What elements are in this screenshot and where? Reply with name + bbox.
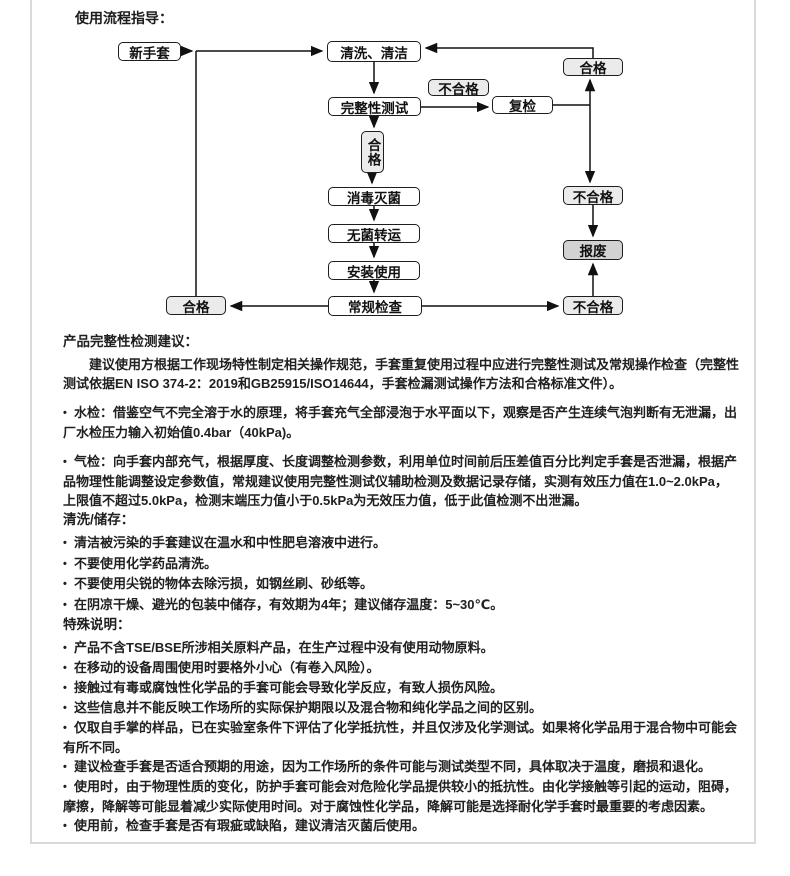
flow-node-scrap: 报废 xyxy=(563,240,623,260)
cleaning-bullet-list: •清洁被污染的手套建议在温水和中性肥皂溶液中进行。 •不要使用化学药品清洗。 •… xyxy=(63,533,739,615)
bullet-marker: • xyxy=(63,407,67,419)
list-item: •建议检查手套是否适合预期的用途，因为工作场所的条件可能与测试类型不同，具体取决… xyxy=(63,757,739,777)
air-test-bullet: •气检：向手套内部充气，根据厚度、长度调整检测参数，利用单位时间前后压差值百分比… xyxy=(63,452,739,510)
flow-node-recheck: 复检 xyxy=(492,96,553,114)
flow-guide-title: 使用流程指导： xyxy=(75,10,173,26)
list-item: •在移动的设备周围使用时要格外小心（有卷入风险）。 xyxy=(63,658,739,678)
list-item: •不要使用尖锐的物体去除污损，如钢丝刷、砂纸等。 xyxy=(63,574,739,595)
bullet-marker: • xyxy=(63,761,67,773)
flow-node-pass-top: 合格 xyxy=(563,58,623,76)
cleaning-section-heading: 清洗/储存： xyxy=(63,512,135,527)
bullet-marker: • xyxy=(63,702,67,714)
page-border-frame xyxy=(30,0,756,844)
list-item: •清洁被污染的手套建议在温水和中性肥皂溶液中进行。 xyxy=(63,533,739,554)
bullet-marker: • xyxy=(63,598,67,611)
flow-node-pass-mid: 合格 xyxy=(361,131,384,173)
flow-node-new-glove: 新手套 xyxy=(118,42,181,61)
flow-node-pass-bottom: 合格 xyxy=(166,296,226,315)
list-item: •这些信息并不能反映工作场所的实际保护期限以及混合物和纯化学品之间的区别。 xyxy=(63,698,739,718)
bullet-marker: • xyxy=(63,781,67,793)
bullet-marker: • xyxy=(63,578,67,590)
list-item: •接触过有毒或腐蚀性化学品的手套可能会导致化学反应，有致人损伤风险。 xyxy=(63,678,739,698)
air-test-text: 气检：向手套内部充气，根据厚度、长度调整检测参数，利用单位时间前后压差值百分比判… xyxy=(63,454,738,508)
water-test-text: 水检：借鉴空气不完全溶于水的原理，将手套充气全部浸泡于水平面以下，观察是否产生连… xyxy=(63,405,738,440)
special-section-heading: 特殊说明： xyxy=(63,617,131,632)
document-body: 产品完整性检测建议： 建议使用方根据工作现场特性制定相关操作规范，手套重复使用过… xyxy=(63,332,739,836)
bullet-marker: • xyxy=(63,537,67,549)
list-item: •产品不含TSE/BSE所涉相关原料产品，在生产过程中没有使用动物原料。 xyxy=(63,638,739,658)
list-item: •使用时，由于物理性质的变化，防护手套可能会对危险化学品提供较小的抵抗性。由化学… xyxy=(63,779,738,814)
bullet-marker: • xyxy=(63,722,67,734)
integrity-intro-paragraph: 建议使用方根据工作现场特性制定相关操作规范，手套重复使用过程中应进行完整性测试及… xyxy=(63,357,740,391)
list-item: •在阴凉干燥、避光的包装中储存，有效期为4年；建议储存温度：5~30℃。 xyxy=(63,595,739,616)
flow-node-integrity-test: 完整性测试 xyxy=(328,97,421,116)
integrity-section-heading: 产品完整性检测建议： xyxy=(63,334,198,349)
bullet-marker: • xyxy=(63,456,67,468)
list-item: •不要使用化学药品清洗。 xyxy=(63,554,739,575)
list-item: •仅取自手掌的样品，已在实验室条件下评估了化学抵抗性，并且仅涉及化学测试。如果将… xyxy=(63,720,738,755)
flow-node-wash-clean: 清洗、清洁 xyxy=(327,41,421,62)
flow-node-fail-label: 不合格 xyxy=(428,79,489,97)
flow-node-sterilize: 消毒灭菌 xyxy=(328,187,420,206)
bullet-marker: • xyxy=(63,820,67,832)
list-item: •使用前，检查手套是否有瑕疵或缺陷，建议清洁灭菌后使用。 xyxy=(63,816,739,836)
bullet-marker: • xyxy=(63,557,67,570)
bullet-marker: • xyxy=(63,682,67,694)
flow-node-sterile-transfer: 无菌转运 xyxy=(328,224,420,243)
special-bullet-list: •产品不含TSE/BSE所涉相关原料产品，在生产过程中没有使用动物原料。 •在移… xyxy=(63,638,739,836)
flow-node-routine-check: 常规检查 xyxy=(328,296,422,316)
bullet-marker: • xyxy=(63,642,67,654)
flow-node-fail-right: 不合格 xyxy=(563,186,623,205)
flow-node-install-use: 安装使用 xyxy=(328,261,420,280)
flow-node-fail-bottom: 不合格 xyxy=(563,296,623,315)
bullet-marker: • xyxy=(63,662,67,674)
water-test-bullet: •水检：借鉴空气不完全溶于水的原理，将手套充气全部浸泡于水平面以下，观察是否产生… xyxy=(63,403,739,442)
